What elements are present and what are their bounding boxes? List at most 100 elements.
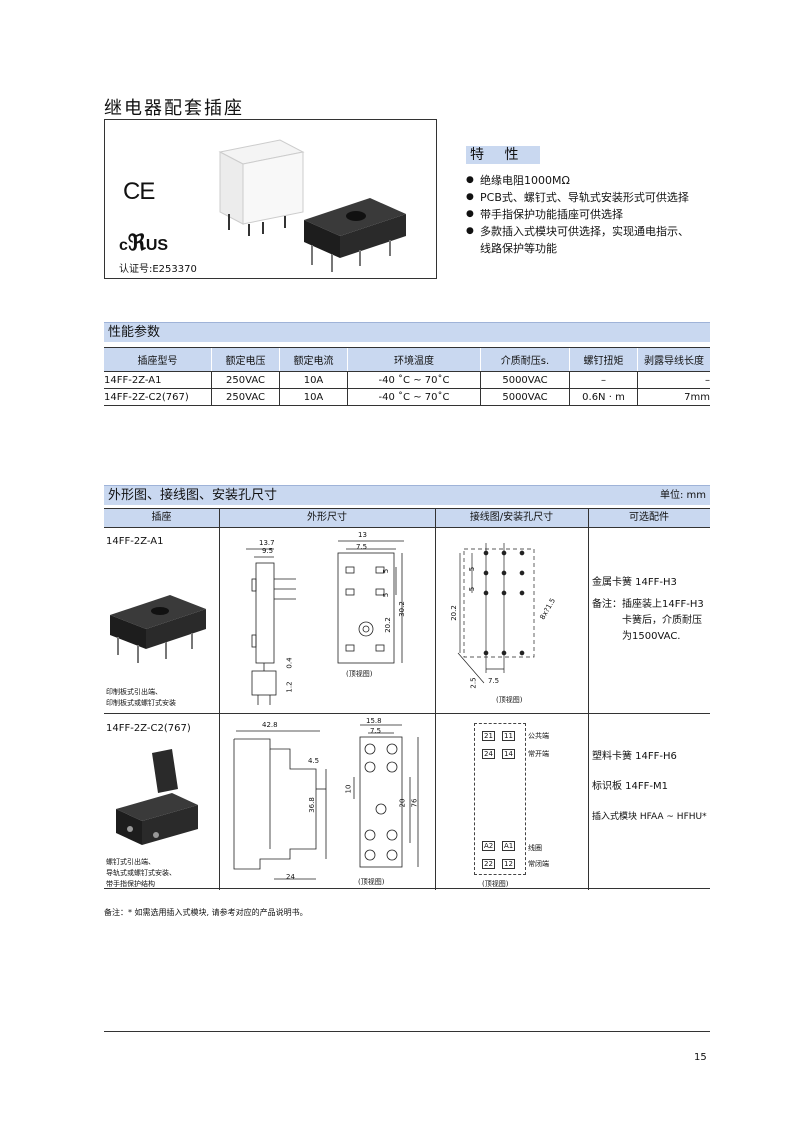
table-cell: 5000VAC [480, 371, 570, 389]
pin-label: 24 [482, 749, 495, 759]
table-cell: – [637, 371, 710, 389]
dimensions-title: 外形图、接线图、安装孔尺寸 [108, 488, 278, 503]
divider [104, 527, 710, 528]
table-cell: 5000VAC [480, 388, 570, 406]
feature-item: 绝缘电阻1000MΩ [466, 172, 689, 189]
pin-label: 21 [482, 731, 495, 741]
col-header: 额定电压 [211, 347, 280, 372]
dimension-label: 76 [410, 798, 419, 808]
top-view-label: (顶视图) [482, 880, 509, 888]
col-header: 介质耐压s. [480, 347, 570, 372]
wiring-label: 常闭端 [528, 860, 549, 868]
caption: 印制板式或螺钉式安装 [106, 699, 176, 707]
model-name: 14FF-2Z-C2(767) [106, 723, 191, 734]
top-view-label: (顶视图) [346, 670, 373, 678]
performance-title: 性能参数 [108, 325, 161, 340]
top-view-label: (顶视图) [496, 696, 523, 704]
dimension-label: 10 [344, 784, 353, 794]
wiring-label: 线圈 [528, 844, 542, 852]
divider [104, 713, 710, 714]
c2-wiring-diagram [474, 723, 526, 875]
cert-number: 认证号:E253370 [119, 264, 197, 275]
col-header: 额定电流 [279, 347, 348, 372]
accessory-text: 金属卡簧 14FF-H3 [592, 577, 677, 588]
accessory-text: 为1500VAC. [622, 631, 681, 642]
dimension-label: 42.8 [262, 721, 278, 729]
col-header: 外形尺寸 [307, 512, 347, 523]
col-header: 剥露导线长度 [637, 347, 710, 372]
caption: 印制板式引出端、 [106, 688, 162, 696]
feature-item-continued: 线路保护等功能 [480, 242, 557, 255]
table-row: 14FF-2Z-C2(767) 250VAC 10A -40 ˚C ~ 70˚C… [104, 388, 710, 406]
dimension-label: 5 [468, 566, 477, 572]
dimension-label: 4.5 [308, 757, 320, 765]
accessory-text: 插入式模块 HFAA ~ HFHU* [592, 812, 707, 822]
top-view-label: (顶视图) [358, 878, 385, 886]
dimension-label: 13 [358, 531, 367, 539]
caption: 螺钉式引出端、 [106, 858, 155, 866]
divider [435, 509, 436, 890]
footer-divider [104, 1031, 710, 1032]
caption: 导轨式或螺钉式安装、 [106, 869, 176, 877]
table-cell: 14FF-2Z-A1 [104, 371, 212, 389]
col-header: 环境温度 [347, 347, 481, 372]
dimension-label: 13.7 [259, 539, 275, 547]
features-list: 绝缘电阻1000MΩ PCB式、螺钉式、导轨式安装形式可供选择 带手指保护功能插… [466, 172, 689, 257]
accessory-text: 卡簧后，介质耐压 [622, 615, 702, 626]
socket-a1-image [110, 595, 206, 663]
dimension-label: 20 [398, 798, 407, 808]
ce-mark: CE [123, 178, 155, 205]
table-cell: -40 ˚C ~ 70˚C [347, 371, 481, 389]
col-header: 插座型号 [104, 347, 212, 372]
table-cell: 7mm [637, 388, 710, 406]
accessory-text: 标识板 14FF-M1 [592, 781, 669, 792]
col-header: 螺钉扭矩 [569, 347, 638, 372]
dimension-label: 7.5 [488, 677, 500, 685]
performance-section-title: 性能参数 [104, 322, 710, 342]
dimension-label: 1.2 [285, 681, 294, 693]
page-title: 继电器配套插座 [104, 98, 244, 119]
dimension-label: 5 [382, 592, 391, 598]
pin-label: 14 [502, 749, 515, 759]
dimension-label: 9.5 [262, 547, 274, 555]
pin-label: 11 [502, 731, 515, 741]
model-name: 14FF-2Z-A1 [106, 536, 164, 547]
dimension-label: 5 [468, 586, 477, 592]
accessory-text: 塑料卡簧 14FF-H6 [592, 751, 677, 762]
col-header: 可选配件 [629, 512, 669, 523]
product-image-box: CE cℜUS 认证号:E253370 [104, 119, 437, 279]
table-cell: 250VAC [211, 371, 280, 389]
divider [219, 509, 220, 890]
feature-item: PCB式、螺钉式、导轨式安装形式可供选择 [466, 189, 689, 206]
dimension-label: 2.5 [469, 677, 478, 689]
dimension-label: 36.8 [307, 797, 316, 813]
dimension-label: 5 [382, 568, 391, 574]
a1-top-view-drawing [337, 540, 404, 664]
socket-image [304, 198, 406, 272]
dimension-label: 30.2 [397, 601, 406, 617]
unit-label: 单位: mm [659, 490, 706, 501]
a1-side-view-drawing [246, 548, 296, 705]
feature-item: 多款插入式模块可供选择，实现通电指示、 [466, 223, 689, 240]
table-cell: 10A [279, 388, 348, 406]
dimension-label: 15.8 [366, 717, 382, 725]
ul-c-label: c [119, 237, 128, 254]
table-cell: -40 ˚C ~ 70˚C [347, 388, 481, 406]
performance-table: 插座型号 额定电压 额定电流 环境温度 介质耐压s. 螺钉扭矩 剥露导线长度 1… [104, 347, 710, 406]
c2-top-view-drawing [353, 724, 419, 868]
dimension-label: 0.4 [285, 657, 294, 669]
page-number: 15 [694, 1052, 707, 1063]
dimensions-section-title: 外形图、接线图、安装孔尺寸 单位: mm [104, 485, 710, 505]
dimension-label: 20.2 [449, 605, 458, 621]
table-cell: 10A [279, 371, 348, 389]
table-cell: – [569, 371, 638, 389]
features-title: 特 性 [466, 146, 540, 164]
table-header-row: 插座型号 额定电压 额定电流 环境温度 介质耐压s. 螺钉扭矩 剥露导线长度 [104, 347, 710, 372]
table-cell: 250VAC [211, 388, 280, 406]
divider [588, 509, 589, 890]
accessory-text: 备注：插座装上14FF-H3 [592, 599, 704, 610]
dimension-label: 7.5 [356, 543, 368, 551]
dimensions-table: 插座 外形尺寸 接线图/安装孔尺寸 可选配件 14FF-2Z-A1 印制板式引出… [104, 508, 710, 890]
ul-us-label: US [145, 237, 169, 254]
ul-mark: cℜUS [119, 230, 168, 256]
